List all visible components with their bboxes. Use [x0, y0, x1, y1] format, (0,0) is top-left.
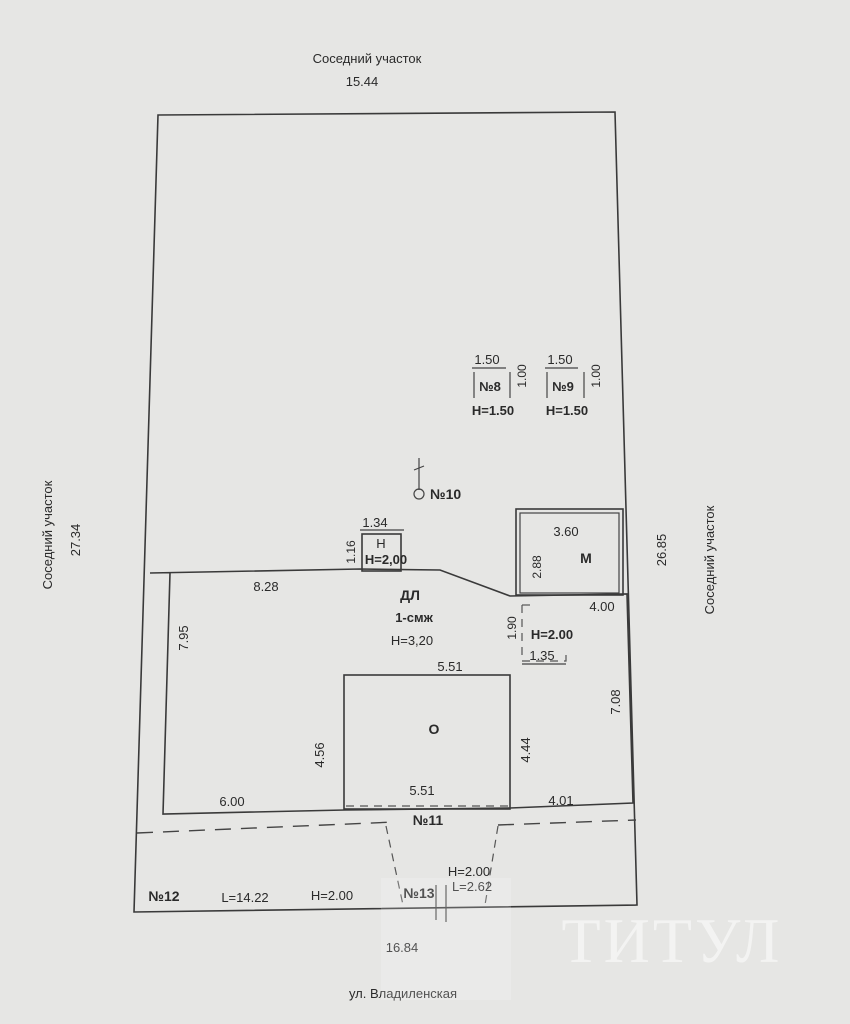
watermark-text: ТИТУЛ [562, 905, 783, 976]
n12-height: H=2.00 [311, 888, 353, 903]
o-right-dim: 4.44 [518, 737, 533, 762]
o-left-dim: 4.56 [312, 742, 327, 767]
n8-label: №8 [479, 379, 501, 394]
neighbor-left-label: Соседний участок [40, 480, 55, 589]
well-icon [413, 488, 425, 500]
o-top-dim: 5.51 [437, 659, 462, 674]
shed-m-inner [519, 512, 620, 594]
n9-depth: 1.00 [589, 364, 603, 388]
o-bottom-dim: 5.51 [409, 783, 434, 798]
right-block-side-dim: 7.08 [608, 689, 623, 714]
n13-height: H=2.00 [448, 864, 490, 879]
main-code: ДЛ [400, 587, 420, 603]
house-left-dim: 7.95 [176, 625, 191, 650]
n11-label: №11 [413, 812, 444, 828]
n9-width: 1.50 [547, 352, 572, 367]
m-depth: 2.88 [530, 555, 544, 579]
right-block-top-dim: 4.00 [589, 599, 614, 614]
watermark: ТИТУЛ [381, 878, 783, 1000]
n13-label: №13 [403, 885, 434, 901]
right-block-bottom-dim: 4.01 [548, 793, 573, 808]
plot-boundary [133, 111, 638, 913]
n-code: Н [376, 536, 385, 551]
m-code: М [580, 550, 592, 566]
main-height: Н=3,20 [391, 633, 433, 648]
annex-bracket [521, 605, 567, 662]
dim-bottom: 16.84 [386, 940, 419, 955]
n8-depth: 1.00 [515, 364, 529, 388]
neighbor-right-label: Соседний участок [702, 505, 717, 614]
shed-m-outline [515, 508, 624, 596]
n12-length: L=14.22 [221, 890, 268, 905]
neighbor-top-label: Соседний участок [313, 51, 422, 66]
n-depth: 1.16 [344, 540, 358, 564]
main-type: 1-смж [395, 610, 433, 625]
n13-length: L=2.62 [452, 879, 492, 894]
fence-12-right [497, 819, 637, 826]
m-width: 3.60 [553, 524, 578, 539]
dim-top: 15.44 [346, 74, 379, 89]
dim-right: 26.85 [654, 534, 669, 567]
dim-left: 27.34 [68, 524, 83, 557]
n8-width: 1.50 [474, 352, 499, 367]
n9-label: №9 [552, 379, 574, 394]
n10-label: №10 [430, 486, 461, 502]
watermark-logo-box [381, 878, 511, 1000]
street-label: ул. Владиленская [349, 986, 457, 1001]
well-tick [413, 465, 425, 471]
n-height: Н=2,00 [365, 552, 407, 567]
n8-height: Н=1.50 [472, 403, 514, 418]
n12-label: №12 [148, 888, 179, 904]
annex-width: 1.35 [529, 648, 554, 663]
n9-height: Н=1.50 [546, 403, 588, 418]
fence-12-left [136, 821, 396, 834]
o-code: О [429, 721, 440, 737]
annex-depth: 1.90 [505, 616, 519, 640]
house-bottom-left-dim: 6.00 [219, 794, 244, 809]
building-o-outline [343, 674, 511, 810]
veranda-n-outline [361, 533, 402, 572]
house-top-dim: 8.28 [253, 579, 278, 594]
main-building-outline [149, 568, 634, 815]
n-width: 1.34 [362, 515, 387, 530]
annex-height: Н=2.00 [531, 627, 573, 642]
